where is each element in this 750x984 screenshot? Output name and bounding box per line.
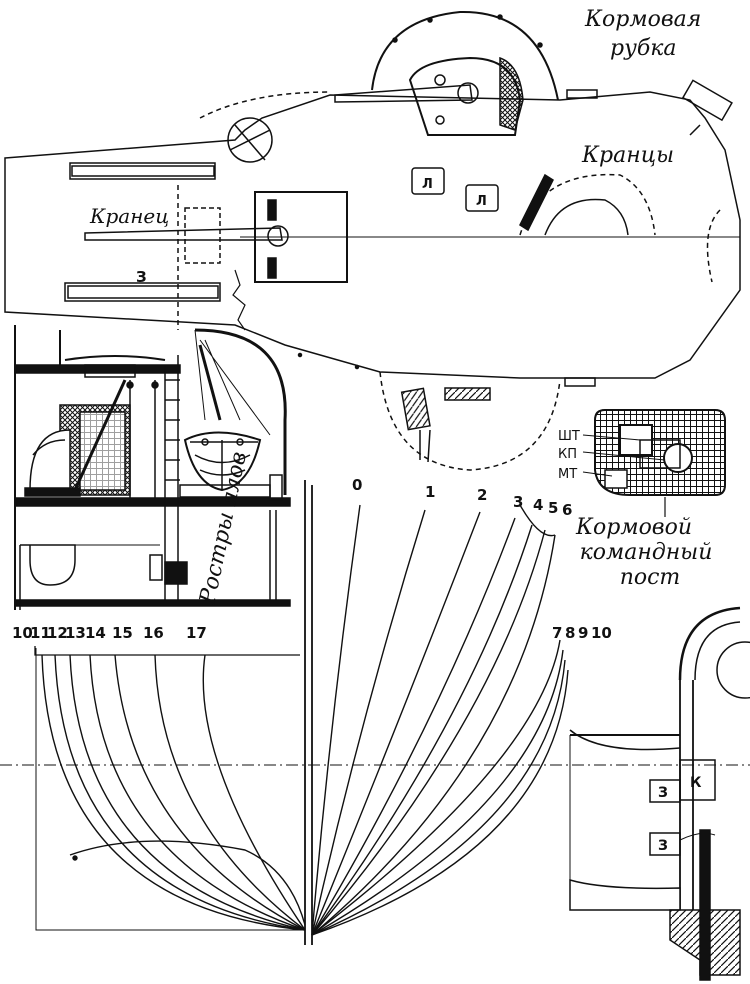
fenders-label: Кранцы — [581, 143, 674, 168]
kp-label: КП — [558, 447, 577, 462]
wt-label: ШТ — [558, 429, 580, 444]
z-right1-label: З — [658, 785, 668, 801]
stern-post-label-2: командный — [580, 540, 713, 565]
station-numbers: 0 1 2 3 4 5 6 10 11 12 13 14 15 16 17 7 … — [12, 476, 612, 642]
station-aft-17: 17 — [186, 624, 207, 642]
stern-cabin-label-1: Кормовая — [584, 7, 701, 32]
stern-command-post — [582, 409, 726, 517]
z-right2-label: З — [658, 838, 668, 854]
station-fore-5: 5 — [548, 499, 558, 517]
station-aft-14: 14 — [85, 624, 106, 642]
station-aft-10: 10 — [12, 624, 33, 642]
side-elevation — [14, 325, 291, 610]
station-fore-1: 1 — [425, 483, 435, 501]
station-fore-2: 2 — [477, 486, 487, 504]
station-mid-8: 8 — [565, 624, 575, 642]
stern-post-label-3: пост — [620, 565, 681, 590]
body-plan — [0, 480, 750, 945]
station-aft-15: 15 — [112, 624, 133, 642]
station-aft-11: 11 — [30, 624, 51, 642]
station-mid-9: 9 — [578, 624, 588, 642]
station-fore-0: 0 — [352, 476, 362, 494]
station-aft-13: 13 — [65, 624, 86, 642]
deck-plan — [4, 10, 741, 471]
mt-label: МТ — [558, 467, 577, 482]
stern-section-detail — [569, 606, 750, 981]
stern-post-label-1: Кормовой — [575, 515, 692, 540]
fender-label: Кранец — [89, 204, 169, 228]
station-mid-7: 7 — [552, 624, 562, 642]
hatch-l2-label: Л — [476, 194, 487, 209]
station-aft-12: 12 — [47, 624, 68, 642]
text-labels: Кормовая рубка Кранцы Кранец Кормовой ко… — [89, 7, 712, 854]
station-fore-3: 3 — [513, 493, 523, 511]
station-aft-16: 16 — [143, 624, 164, 642]
station-mid-10: 10 — [591, 624, 612, 642]
stern-cabin-label-2: рубка — [610, 36, 677, 61]
station-fore-6: 6 — [562, 501, 572, 519]
hatch-l1-label: Л — [422, 177, 433, 192]
z-top-label: З — [136, 268, 147, 286]
k-label: К — [690, 775, 702, 791]
station-fore-4: 4 — [533, 496, 543, 514]
